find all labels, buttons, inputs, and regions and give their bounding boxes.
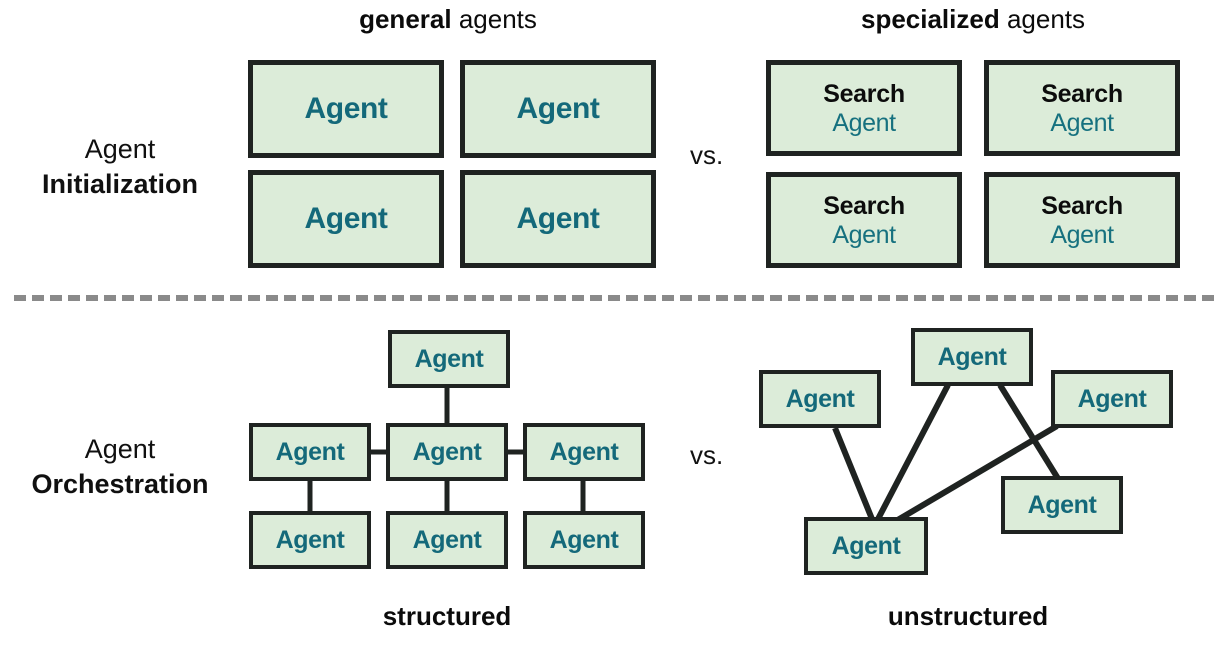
structured-node-bottom-center[interactable]: Agent [386, 511, 508, 569]
bottom-caption-unstructured: unstructured [887, 601, 1049, 631]
agent-label: Agent [275, 525, 345, 554]
agent-label: Agent [516, 92, 600, 126]
agent-label: Agent [937, 342, 1007, 371]
specialized-agent-box-2[interactable]: Search Agent [984, 60, 1180, 156]
agent-specialty-label: Search [1041, 80, 1123, 109]
heading-general-agents: general agents [288, 4, 608, 35]
unstructured-node-bottom[interactable]: Agent [804, 517, 928, 575]
heading-specialized-strong: specialized [860, 4, 1000, 34]
row-caption-initialization: Agent Initialization [0, 132, 240, 202]
section-divider [14, 295, 1214, 301]
structured-node-root[interactable]: Agent [388, 330, 510, 388]
agent-label: Agent [516, 202, 600, 236]
unstructured-node-right[interactable]: Agent [1051, 370, 1173, 428]
structured-node-mid-right[interactable]: Agent [523, 423, 645, 481]
agent-label: Agent [549, 525, 619, 554]
agent-label: Agent [1027, 490, 1097, 519]
row-caption-orchestration-line1: Agent [84, 434, 156, 464]
agent-label: Agent [275, 437, 345, 466]
vs-label-top: vs. [690, 140, 724, 170]
general-agent-box-4[interactable]: Agent [460, 170, 656, 268]
agent-label: Agent [832, 108, 896, 137]
heading-general-light: agents [451, 4, 537, 34]
agent-label: Agent [304, 202, 388, 236]
unstructured-node-left[interactable]: Agent [759, 370, 881, 428]
heading-specialized-light: agents [999, 4, 1086, 34]
specialized-agent-box-1[interactable]: Search Agent [766, 60, 962, 156]
agent-specialty-label: Search [823, 80, 905, 109]
structured-node-mid-left[interactable]: Agent [249, 423, 371, 481]
agent-specialty-label: Search [823, 192, 905, 221]
general-agent-box-1[interactable]: Agent [248, 60, 444, 158]
general-agent-box-3[interactable]: Agent [248, 170, 444, 268]
agent-label: Agent [1050, 108, 1114, 137]
agent-label: Agent [832, 220, 896, 249]
agent-label: Agent [414, 344, 484, 373]
specialized-agent-box-4[interactable]: Search Agent [984, 172, 1180, 268]
structured-node-bottom-right[interactable]: Agent [523, 511, 645, 569]
row-caption-initialization-line2: Initialization [41, 169, 198, 200]
bottom-caption-structured: structured [382, 601, 512, 631]
agent-label: Agent [304, 92, 388, 126]
specialized-agent-box-3[interactable]: Search Agent [766, 172, 962, 268]
unstructured-node-top[interactable]: Agent [911, 328, 1033, 386]
row-caption-orchestration-line2: Orchestration [31, 469, 209, 500]
structured-node-mid-center[interactable]: Agent [386, 423, 508, 481]
general-agent-box-2[interactable]: Agent [460, 60, 656, 158]
agent-specialty-label: Search [1041, 192, 1123, 221]
structured-node-bottom-left[interactable]: Agent [249, 511, 371, 569]
vs-label-bottom: vs. [690, 440, 724, 470]
unstructured-node-middle[interactable]: Agent [1001, 476, 1123, 534]
heading-specialized-agents: specialized agents [813, 4, 1133, 35]
row-caption-orchestration: Agent Orchestration [0, 432, 240, 502]
agent-label: Agent [412, 525, 482, 554]
heading-general-strong: general [359, 4, 452, 34]
agent-label: Agent [831, 531, 901, 560]
agent-label: Agent [549, 437, 619, 466]
agent-label: Agent [412, 437, 482, 466]
row-caption-initialization-line1: Agent [84, 134, 156, 164]
agent-label: Agent [1050, 220, 1114, 249]
agent-label: Agent [785, 384, 855, 413]
agent-label: Agent [1077, 384, 1147, 413]
